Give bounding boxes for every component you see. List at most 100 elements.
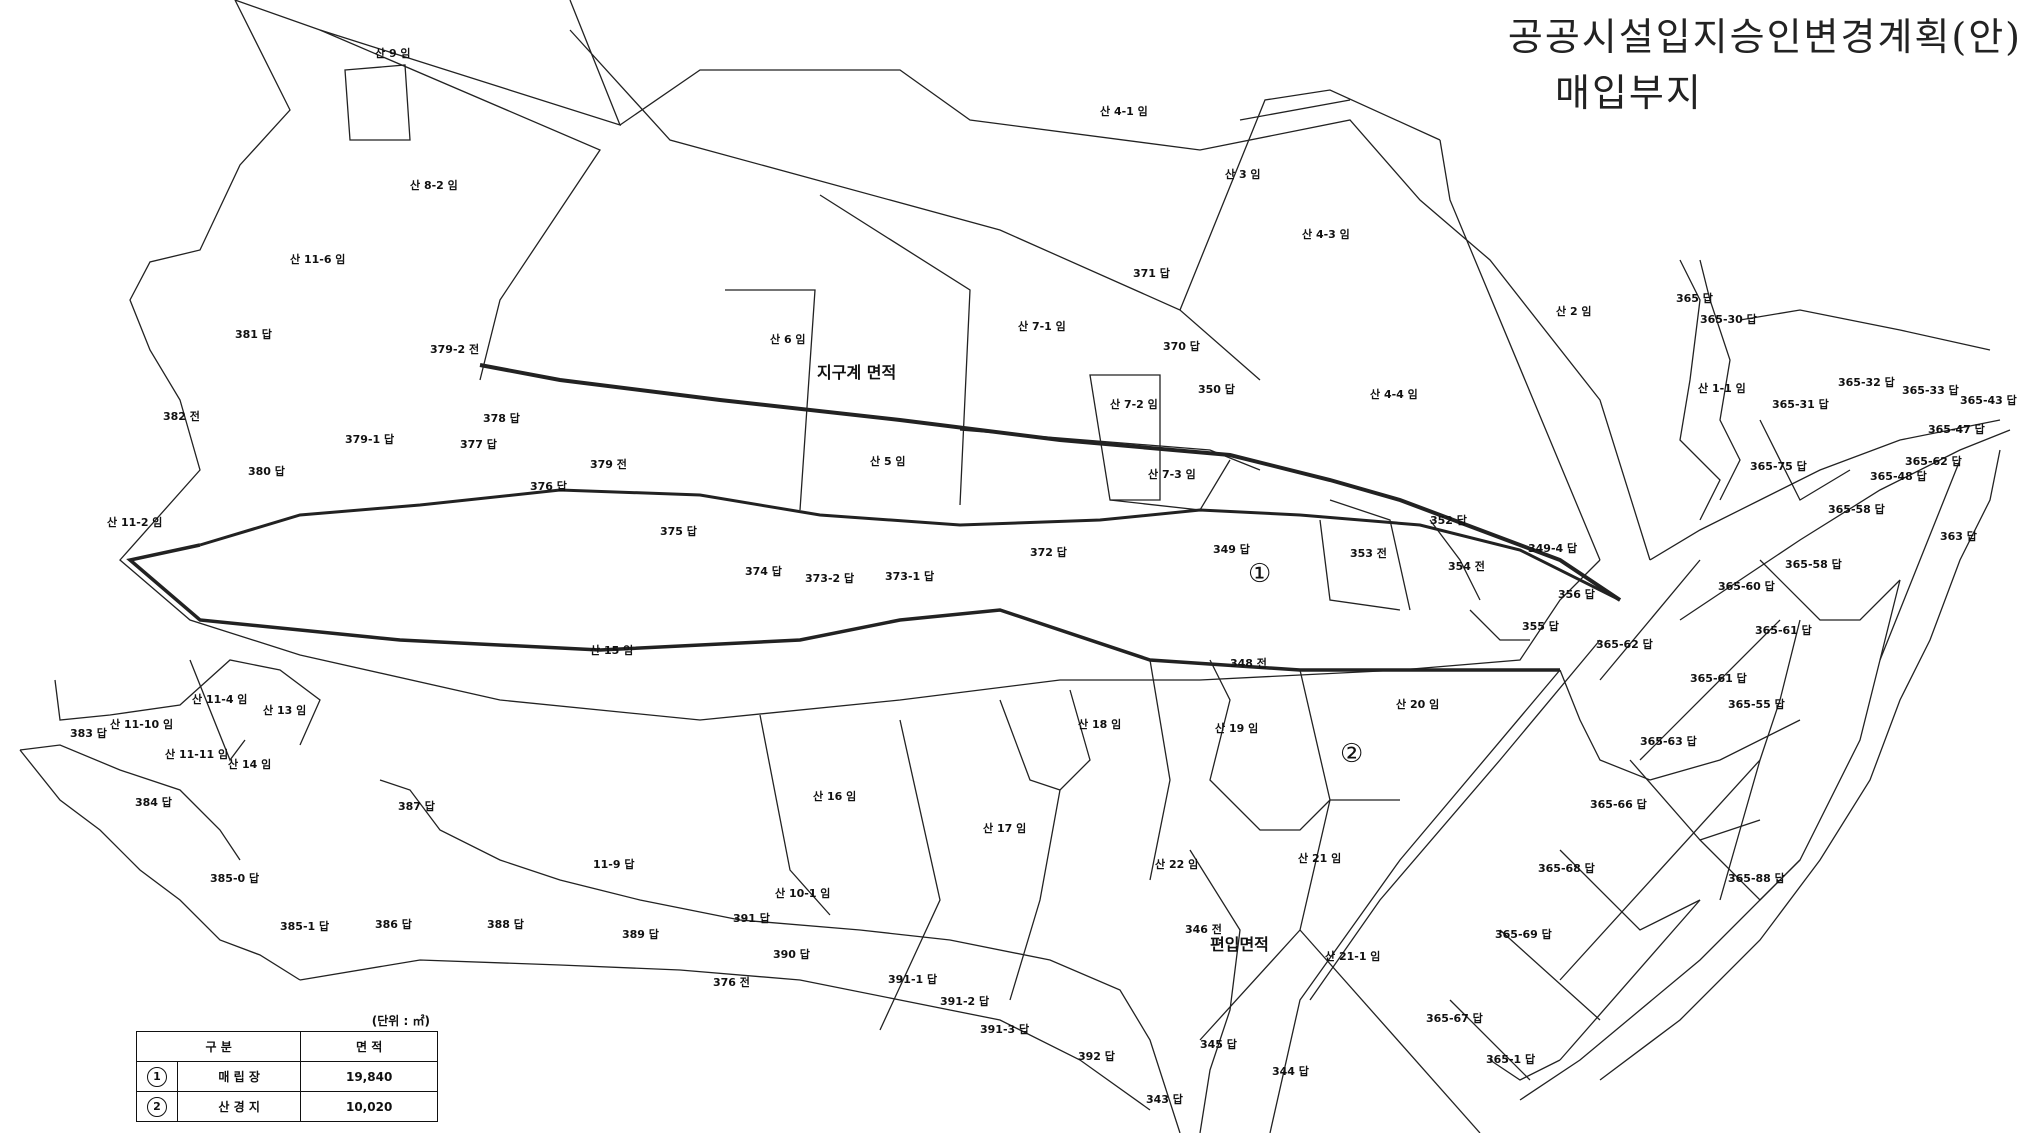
parcel-label: 산 15 임 [590, 643, 633, 657]
parcel-label: 산 3 임 [1225, 167, 1261, 181]
parcel-label: 산 16 임 [813, 789, 856, 803]
parcel-label: 365-66 답 [1590, 797, 1647, 811]
legend-unit: (단위 : ㎡) [371, 1014, 430, 1028]
parcel-label: 365-55 답 [1728, 697, 1785, 711]
parcel-label: 387 답 [398, 799, 435, 813]
parcel-boundaries [19, 0, 2011, 1133]
parcel-label: 산 7-1 임 [1018, 319, 1066, 333]
legend-header-area: 면 적 [300, 1031, 438, 1062]
parcel-labels: 산 9 임 산 8-2 임 산 11-6 임 381 답 379-2 전 382… [70, 46, 2017, 1106]
parcel-label: 365-62 답 [1596, 637, 1653, 651]
legend-row-number-circle: 2 [147, 1096, 167, 1117]
parcel-label: 376 전 [713, 975, 750, 989]
parcel-label: 산 11-4 임 [192, 692, 247, 706]
area-2-marker: ② [1340, 739, 1363, 769]
parcel-label: 372 답 [1030, 545, 1067, 559]
legend-header-category: 구 분 [135, 1031, 302, 1062]
parcel-label: 산 10-1 임 [775, 886, 830, 900]
parcel-label: 391-2 답 [940, 994, 989, 1008]
parcel-label: 산 4-4 임 [1370, 387, 1418, 401]
parcel-label: 산 18 임 [1078, 717, 1121, 731]
parcel-label: 391-3 답 [980, 1022, 1029, 1036]
parcel-label: 388 답 [487, 917, 524, 931]
parcel-label: 365 답 [1676, 291, 1713, 305]
map-title: 공공시설입지승인변경계획(안) [1507, 15, 2022, 59]
parcel-label: 379-1 답 [345, 432, 394, 446]
parcel-label: 379 전 [590, 457, 627, 471]
parcel-label: 산 4-1 임 [1100, 104, 1148, 118]
parcel-label: 365-48 답 [1870, 469, 1927, 483]
legend-row: 1 매 립 장 19,840 [136, 1061, 438, 1092]
legend-row-number: 2 [136, 1091, 178, 1122]
district-area-label: 지구계 면적 [817, 363, 896, 382]
parcel-label: 365-61 답 [1755, 623, 1812, 637]
parcel-label: 353 전 [1350, 546, 1387, 560]
parcel-label: 365-32 답 [1838, 375, 1895, 389]
parcel-label: 11-9 답 [593, 857, 634, 871]
parcel-label: 391-1 답 [888, 972, 937, 986]
parcel-label: 343 답 [1146, 1092, 1183, 1106]
parcel-label: 산 4-3 임 [1302, 227, 1350, 241]
parcel-label: 산 5 임 [870, 454, 906, 468]
parcel-label: 산 1-1 임 [1698, 381, 1746, 395]
parcel-label: 산 14 임 [228, 757, 271, 771]
parcel-label: 365-30 답 [1700, 312, 1757, 326]
parcel-label: 379-2 전 [430, 342, 479, 356]
parcel-label: 365-58 답 [1785, 557, 1842, 571]
area-1-marker: ① [1248, 559, 1271, 589]
parcel-label: 산 9 임 [375, 46, 411, 60]
legend-row-area: 19,840 [300, 1061, 438, 1092]
parcel-label: 산 11-10 임 [110, 717, 173, 731]
parcel-label: 382 전 [163, 409, 200, 423]
parcel-label: 392 답 [1078, 1049, 1115, 1063]
parcel-label: 385-1 답 [280, 919, 329, 933]
parcel-label: 365-67 답 [1426, 1011, 1483, 1025]
parcel-label: 365-31 답 [1772, 397, 1829, 411]
parcel-label: 365-61 답 [1690, 671, 1747, 685]
parcel-label: 354 전 [1448, 559, 1485, 573]
parcel-label: 산 17 임 [983, 821, 1026, 835]
parcel-label: 385-0 답 [210, 871, 259, 885]
parcel-label: 365-43 답 [1960, 393, 2017, 407]
parcel-label: 378 답 [483, 411, 520, 425]
annotation-labels: 지구계 면적 편입면적 ① ② [817, 363, 1363, 954]
parcel-label: 390 답 [773, 947, 810, 961]
parcel-label: 373-1 답 [885, 569, 934, 583]
parcel-label: 산 6 임 [770, 332, 806, 346]
parcel-label: 352 답 [1430, 513, 1467, 527]
parcel-label: 산 11-6 임 [290, 252, 345, 266]
parcel-label: 377 답 [460, 437, 497, 451]
parcel-label: 365-68 답 [1538, 861, 1595, 875]
parcel-label: 365-63 답 [1640, 734, 1697, 748]
parcel-label: 383 답 [70, 726, 107, 740]
parcel-label: 365-62 답 [1905, 454, 1962, 468]
parcel-label: 363 답 [1940, 529, 1977, 543]
parcel-label: 산 21-1 임 [1325, 949, 1380, 963]
legend-table: 구 분 면 적 1 매 립 장 19,840 2 산 경 지 10,020 [135, 1031, 438, 1122]
parcel-label: 391 답 [733, 911, 770, 925]
parcel-label: 389 답 [622, 927, 659, 941]
parcel-label: 344 답 [1272, 1064, 1309, 1078]
parcel-label: 349 답 [1213, 542, 1250, 556]
parcel-label: 산 21 임 [1298, 851, 1341, 865]
parcel-label: 365-60 답 [1718, 579, 1775, 593]
parcel-label: 365-88 답 [1728, 871, 1785, 885]
parcel-label: 355 답 [1522, 619, 1559, 633]
parcel-label: 370 답 [1163, 339, 1200, 353]
parcel-label: 346 전 [1185, 922, 1222, 936]
parcel-label: 365-58 답 [1828, 502, 1885, 516]
parcel-label: 384 답 [135, 795, 172, 809]
parcel-label: 산 22 임 [1155, 857, 1198, 871]
legend-row-name: 산 경 지 [176, 1091, 302, 1122]
parcel-label: 374 답 [745, 564, 782, 578]
parcel-label: 365-47 답 [1928, 422, 1985, 436]
parcel-label: 350 답 [1198, 382, 1235, 396]
parcel-label: 산 11-2 임 [107, 515, 162, 529]
parcel-label: 산 13 임 [263, 703, 306, 717]
legend-row-area: 10,020 [300, 1091, 438, 1122]
parcel-label: 365-75 답 [1750, 459, 1807, 473]
incorporated-area-label: 편입면적 [1210, 935, 1269, 954]
parcel-label: 348 전 [1230, 656, 1267, 670]
parcel-label: 380 답 [248, 464, 285, 478]
